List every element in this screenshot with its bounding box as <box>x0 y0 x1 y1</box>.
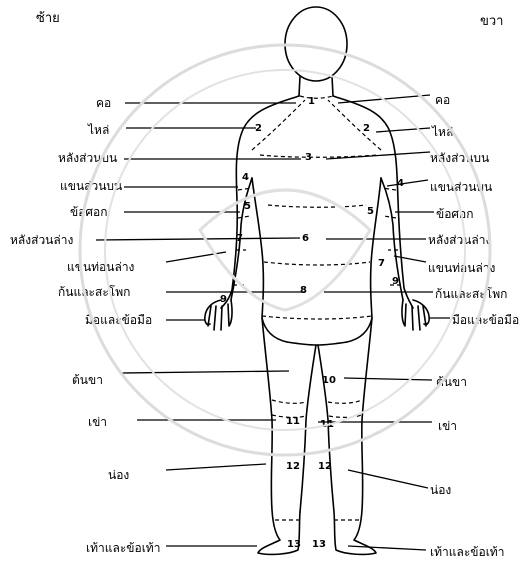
watermark-seal <box>0 0 527 565</box>
body-map-diagram: ซ้าย ขวา <box>0 0 527 565</box>
